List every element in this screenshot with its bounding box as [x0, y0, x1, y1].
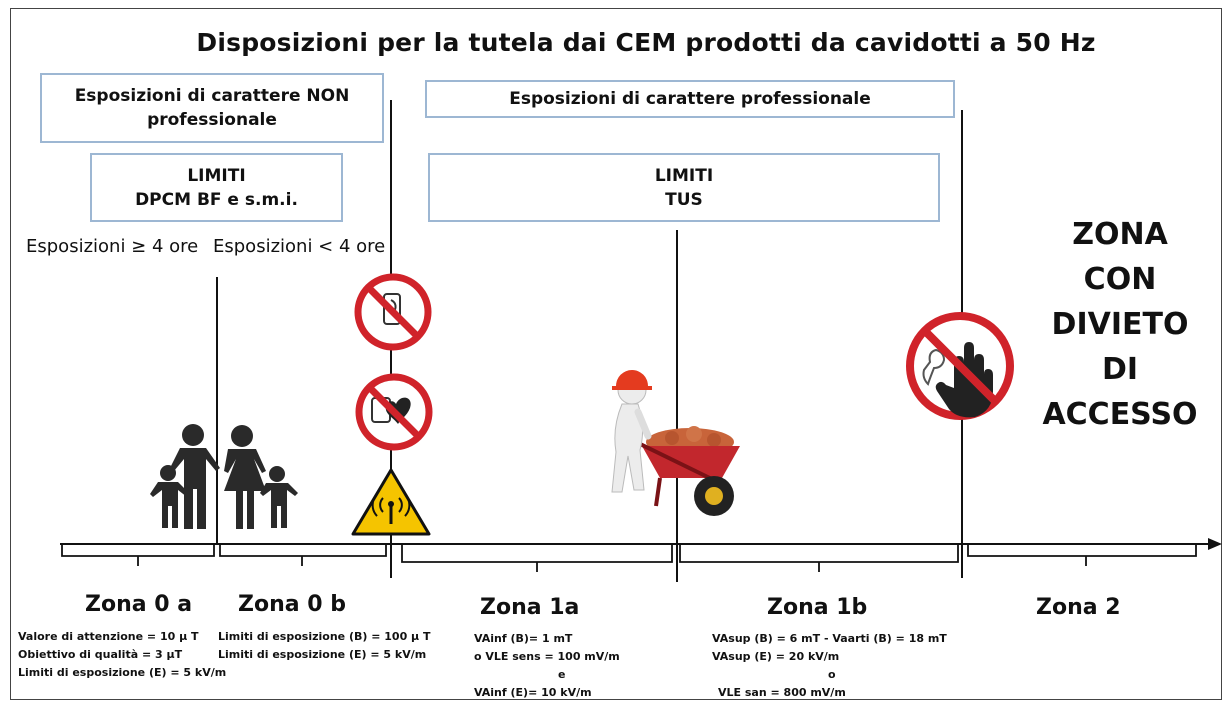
- exposure-lt4-label: Esposizioni < 4 ore: [213, 236, 386, 257]
- zone-axis: [60, 538, 1222, 550]
- no-mobile-phone-icon: [354, 273, 432, 351]
- zone-1b-label: Zona 1b: [767, 595, 868, 620]
- prof-label: Esposizioni di carattere professionale: [509, 89, 871, 109]
- zone-0a-note-1: Valore di attenzione = 10 μ T: [18, 630, 199, 643]
- zone-2-label: Zona 2: [1036, 595, 1121, 620]
- limiti-left-line2: DPCM BF e s.m.i.: [135, 189, 298, 210]
- zone-1b-note-3: o: [828, 668, 836, 681]
- zone-1b-note-1: VAsup (B) = 6 mT - Vaarti (B) = 18 mT: [712, 632, 947, 645]
- forbidden-line-1: ZONA: [1072, 217, 1168, 252]
- zone-0a-note-3: Limiti di esposizione (E) = 5 kV/m: [18, 666, 227, 679]
- electromagnetic-warning-icon: [351, 468, 431, 536]
- zone-1b-note-2: VAsup (E) = 20 kV/m: [712, 650, 840, 663]
- zone-1b-note-4: VLE san = 800 mV/m: [718, 686, 846, 699]
- zone-0b-notes: Limiti di esposizione (B) = 100 μ T Limi…: [218, 628, 431, 664]
- family-icon: [150, 424, 298, 529]
- zone-1a-note-1: VAinf (B)= 1 mT: [474, 632, 573, 645]
- zone-1a-note-3: e: [558, 668, 566, 681]
- non-professional-exposure-box: Esposizioni di carattere NON professional…: [40, 73, 384, 143]
- zone-0b-note-1: Limiti di esposizione (B) = 100 μ T: [218, 630, 431, 643]
- limiti-dpcm-box: LIMITI DPCM BF e s.m.i.: [90, 153, 343, 222]
- non-prof-line1: Esposizioni di carattere NON: [74, 86, 350, 106]
- forbidden-line-3: DIVIETO: [1051, 307, 1189, 342]
- no-access-hand-icon: [906, 312, 1014, 420]
- forbidden-zone-label: ZONA CON DIVIETO DI ACCESSO: [1035, 212, 1205, 437]
- zone-1a-notes: VAinf (B)= 1 mT o VLE sens = 100 mV/m e …: [474, 630, 620, 702]
- non-prof-line2: professionale: [147, 110, 277, 130]
- limiti-right-line1: LIMITI: [654, 165, 714, 186]
- worker-wheelbarrow-icon: [611, 370, 740, 516]
- no-pacemaker-icon: [355, 373, 433, 451]
- forbidden-line-2: CON: [1083, 262, 1157, 297]
- zone-1b-notes: VAsup (B) = 6 mT - Vaarti (B) = 18 mT VA…: [712, 630, 947, 702]
- zone-0b-note-2: Limiti di esposizione (E) = 5 kV/m: [218, 648, 427, 661]
- professional-exposure-box: Esposizioni di carattere professionale: [425, 80, 955, 118]
- exposure-ge4-label: Esposizioni ≥ 4 ore: [26, 236, 199, 257]
- zone-braces: [61, 544, 1197, 572]
- forbidden-line-4: DI: [1101, 352, 1139, 387]
- zone-1a-note-2: o VLE sens = 100 mV/m: [474, 650, 620, 663]
- divider-0a-0b: [216, 277, 218, 545]
- limiti-right-line2: TUS: [665, 189, 703, 210]
- zone-0a-note-2: Obiettivo di qualità = 3 μT: [18, 648, 183, 661]
- forbidden-line-5: ACCESSO: [1042, 397, 1198, 432]
- limiti-left-line1: LIMITI: [187, 165, 246, 186]
- diagram-title: Disposizioni per la tutela dai CEM prodo…: [196, 28, 1096, 57]
- divider-1a-1b: [676, 230, 678, 582]
- limiti-tus-box: LIMITI TUS: [428, 153, 940, 222]
- zone-0a-label: Zona 0 a: [85, 592, 193, 617]
- zone-0b-label: Zona 0 b: [238, 592, 346, 617]
- zone-1a-note-4: VAinf (E)= 10 kV/m: [474, 686, 592, 699]
- zone-0a-notes: Valore di attenzione = 10 μ T Obiettivo …: [18, 628, 226, 682]
- zone-1a-label: Zona 1a: [480, 595, 580, 620]
